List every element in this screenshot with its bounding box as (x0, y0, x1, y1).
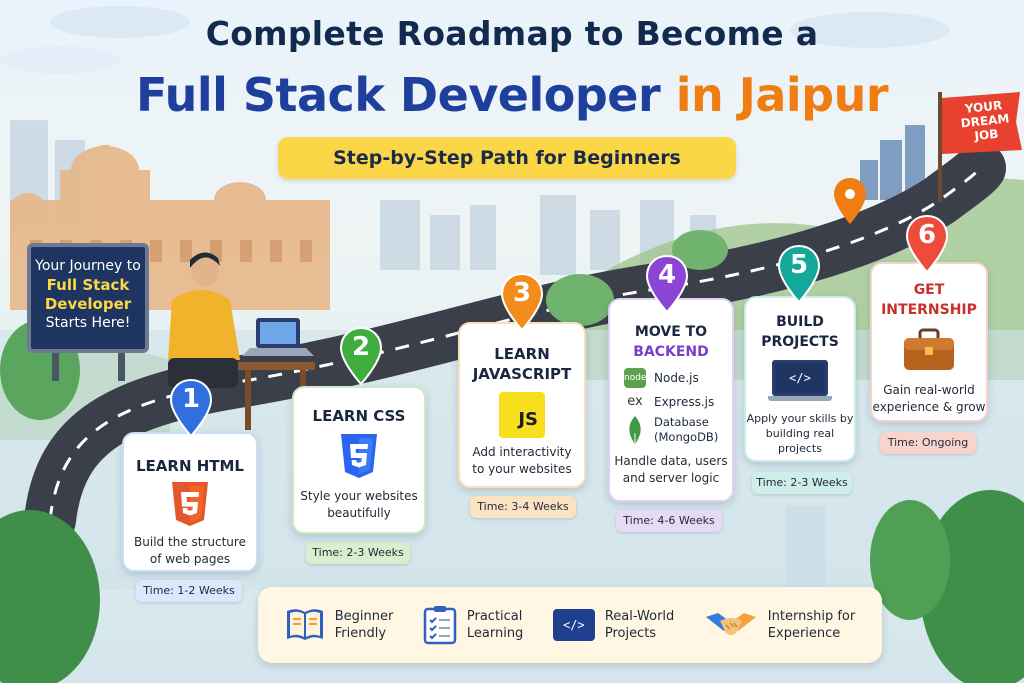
sign-post-right (118, 353, 125, 381)
step-number: 2 (351, 332, 371, 362)
features-bar: Beginner Friendly Practical Learning </>… (258, 587, 882, 663)
code-symbol: </> (772, 360, 828, 396)
sign-highlight1: Full Stack (46, 276, 130, 294)
feature-real-world-projects: </> Real-World Projects (552, 608, 675, 642)
step-title: LEARN HTML (135, 457, 244, 475)
step-number: 1 (181, 384, 201, 414)
step-title-line2: PROJECTS (761, 334, 839, 350)
sign-highlight2: Developer (44, 295, 132, 313)
tech-label: (MongoDB) (654, 430, 719, 444)
tech-express: ex Express.js (624, 394, 732, 409)
step-desc-line2: beautifully (327, 506, 391, 520)
step-desc-line2: and server logic (622, 471, 720, 485)
handshake-icon (705, 613, 756, 635)
page-title-accent: in Jaipur (675, 68, 889, 122)
mongodb-leaf-icon (629, 416, 641, 444)
step-number: 5 (789, 250, 809, 280)
subtitle-pill: Step-by-Step Path for Beginners (278, 137, 736, 179)
step-desc-line1: Apply your skills by (746, 412, 854, 425)
code-window-icon: </> (552, 609, 595, 641)
dream-job-flag-icon (938, 92, 1022, 202)
feature-beginner-friendly: Beginner Friendly (285, 607, 394, 643)
time-badge-projects: Time: 2-3 Weeks (752, 472, 852, 494)
step-title-line2: INTERNSHIP (881, 302, 977, 318)
step-desc-line2: building real projects (765, 427, 835, 455)
page-title-line1: Complete Roadmap to Become a (205, 14, 819, 53)
css3-icon (341, 434, 377, 478)
step-desc-line1: Handle data, users (614, 454, 728, 468)
step-card-backend: MOVE TO BACKEND node Node.js ex Express.… (608, 298, 734, 502)
step-desc-line2: of web pages (149, 552, 231, 566)
time-badge-html: Time: 1-2 Weeks (136, 580, 242, 602)
step-card-css: LEARN CSS Style your websites beautifull… (292, 386, 426, 534)
page-title-main: Full Stack Developer (135, 68, 661, 122)
checklist-icon (423, 606, 457, 645)
step-title-line2: JAVASCRIPT (472, 365, 572, 383)
feature-label-line1: Real-World (604, 609, 675, 624)
code-laptop-icon: </> (768, 360, 832, 401)
nodejs-icon: node (624, 368, 646, 388)
feature-label-line2: Experience (767, 626, 841, 641)
step-number: 4 (657, 260, 677, 290)
step-desc-line1: Style your websites (300, 489, 418, 503)
step-title-line1: BUILD (776, 314, 824, 330)
step-pin-5: 5 (776, 244, 822, 304)
step-card-javascript: LEARN JAVASCRIPT JS Add interactivity to… (458, 322, 586, 488)
step-desc-line1: Build the structure (134, 535, 246, 549)
step-title-line1: MOVE TO (634, 324, 708, 340)
tech-database: Database (MongoDB) (624, 415, 732, 445)
feature-label-line2: Learning (466, 626, 524, 641)
tech-label: Database (654, 415, 709, 429)
feature-label-line1: Internship for (767, 609, 856, 624)
step-desc-line2: to your websites (472, 462, 572, 476)
book-icon (286, 609, 323, 640)
time-badge-css: Time: 2-3 Weeks (306, 542, 410, 564)
feature-label-line2: Projects (604, 626, 657, 641)
step-pin-2: 2 (338, 326, 384, 386)
journey-signboard: Your Journey to Full Stack Developer Sta… (27, 243, 149, 353)
step-title-line2: BACKEND (633, 344, 709, 360)
step-pin-6: 6 (904, 214, 950, 274)
step-pin-1: 1 (168, 378, 214, 438)
step-desc-line1: Gain real-world (883, 383, 975, 397)
js-icon-label: JS (518, 409, 538, 430)
step-card-projects: BUILD PROJECTS </> Apply your skills by … (744, 296, 856, 462)
time-badge-javascript: Time: 3-4 Weeks (470, 496, 576, 518)
feature-practical-learning: Practical Learning (423, 605, 523, 645)
feature-label-line1: Beginner (334, 609, 394, 624)
feature-label-line1: Practical (466, 609, 523, 624)
tech-node: node Node.js (624, 368, 732, 388)
expressjs-icon: ex (627, 394, 643, 409)
feature-label-line2: Friendly (334, 626, 387, 641)
tech-label: Node.js (654, 371, 699, 385)
js-icon: JS (499, 392, 545, 438)
tech-label: Express.js (654, 394, 715, 409)
html5-icon (172, 482, 208, 526)
step-desc-line2: experience & grow (872, 400, 986, 414)
sign-line1: Your Journey to (35, 258, 141, 274)
dream-job-text: YOUR DREAM JOB (953, 97, 1017, 145)
sign-line4: Starts Here! (45, 315, 131, 331)
step-card-internship: GET INTERNSHIP Gain real-world experienc… (870, 262, 988, 422)
step-number: 3 (512, 278, 532, 308)
time-badge-backend: Time: 4-6 Weeks (616, 510, 722, 532)
step-desc-line1: Add interactivity (472, 445, 572, 459)
step-pin-4: 4 (644, 254, 690, 314)
feature-internship: Internship for Experience (704, 607, 855, 643)
step-number: 6 (917, 220, 937, 250)
step-pin-3: 3 (499, 272, 545, 332)
briefcase-icon (904, 328, 954, 370)
step-title-line1: LEARN (494, 345, 550, 363)
step-card-html: LEARN HTML Build the structure of web pa… (122, 432, 258, 572)
sign-post-left (52, 353, 59, 381)
step-title-line1: GET (913, 282, 945, 298)
page-title-line2: Full Stack Developer in Jaipur (0, 68, 1024, 122)
step-title: LEARN CSS (312, 407, 406, 425)
time-badge-internship: Time: Ongoing (880, 432, 976, 454)
